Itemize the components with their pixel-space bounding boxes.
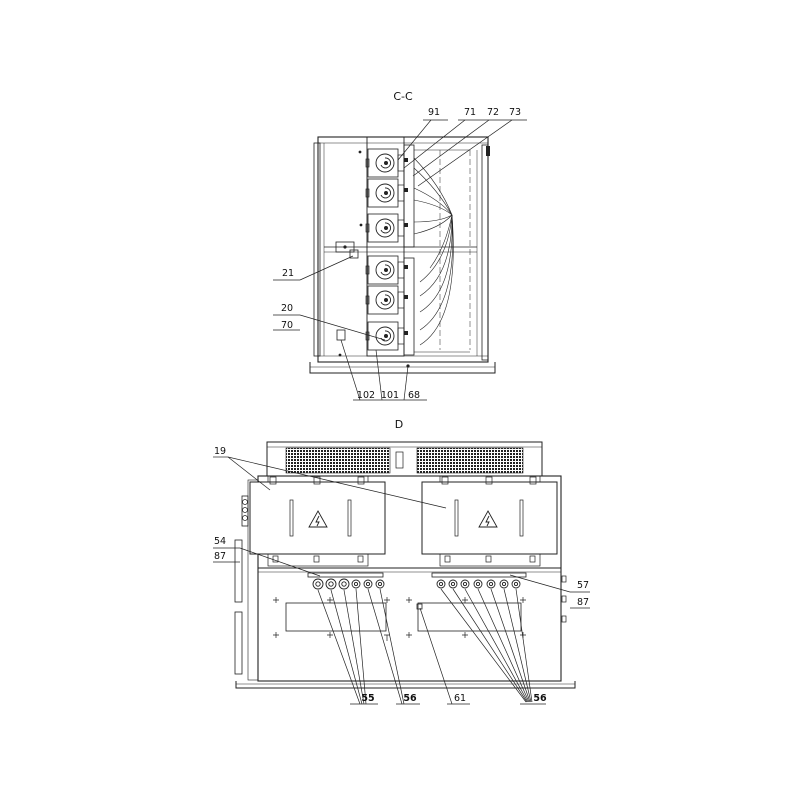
spiral-unit-1 <box>365 148 409 178</box>
spiral-unit-5 <box>365 285 409 315</box>
callout-20: 20 <box>281 303 293 314</box>
callout-21: 21 <box>282 268 294 279</box>
callout-19: 19 <box>214 446 226 457</box>
section-title: C-C <box>393 90 413 103</box>
right-transformer-box <box>421 475 558 567</box>
callout-61: 61 <box>454 693 466 704</box>
left-vent-grille <box>285 447 391 474</box>
left-connector-group <box>312 578 385 590</box>
view-d-leader-lines <box>213 456 590 705</box>
spiral-unit-2 <box>365 178 409 208</box>
right-side-panel <box>481 144 489 361</box>
callout-54: 54 <box>214 536 226 547</box>
callout-102: 102 <box>357 390 375 401</box>
callout-56-right: 56 <box>533 693 547 704</box>
right-lower-plate <box>417 602 522 632</box>
callout-57: 57 <box>577 580 589 591</box>
right-terminal-strip <box>431 572 527 578</box>
spiral-unit-4 <box>365 255 409 285</box>
callout-68: 68 <box>408 390 420 401</box>
section-callouts: 91 71 72 73 21 20 70 102 101 68 <box>281 107 521 401</box>
callout-91: 91 <box>428 107 440 118</box>
right-connector-group <box>436 579 521 589</box>
left-transformer-box <box>249 475 386 567</box>
mounting-bolts <box>273 597 526 641</box>
cable-bundle <box>413 157 454 346</box>
callout-55: 55 <box>361 693 374 704</box>
section-leader-lines <box>273 119 527 401</box>
view-d-callouts: 19 54 87 57 87 55 56 61 56 <box>214 446 589 704</box>
view-title: D <box>395 418 403 431</box>
right-vent-grille <box>416 447 524 474</box>
callout-87-left: 87 <box>214 551 226 562</box>
view-d: D <box>234 418 576 689</box>
callout-73: 73 <box>509 107 521 118</box>
callout-56-left: 56 <box>403 693 417 704</box>
callout-87-right: 87 <box>577 597 589 608</box>
left-terminal-strip <box>307 572 384 578</box>
left-side-panel <box>313 142 321 357</box>
callout-70: 70 <box>281 320 293 331</box>
callout-71: 71 <box>464 107 476 118</box>
spiral-unit-3 <box>365 213 409 243</box>
section-view-c-c: C-C <box>309 90 496 374</box>
callout-72: 72 <box>487 107 499 118</box>
callout-101: 101 <box>381 390 399 401</box>
